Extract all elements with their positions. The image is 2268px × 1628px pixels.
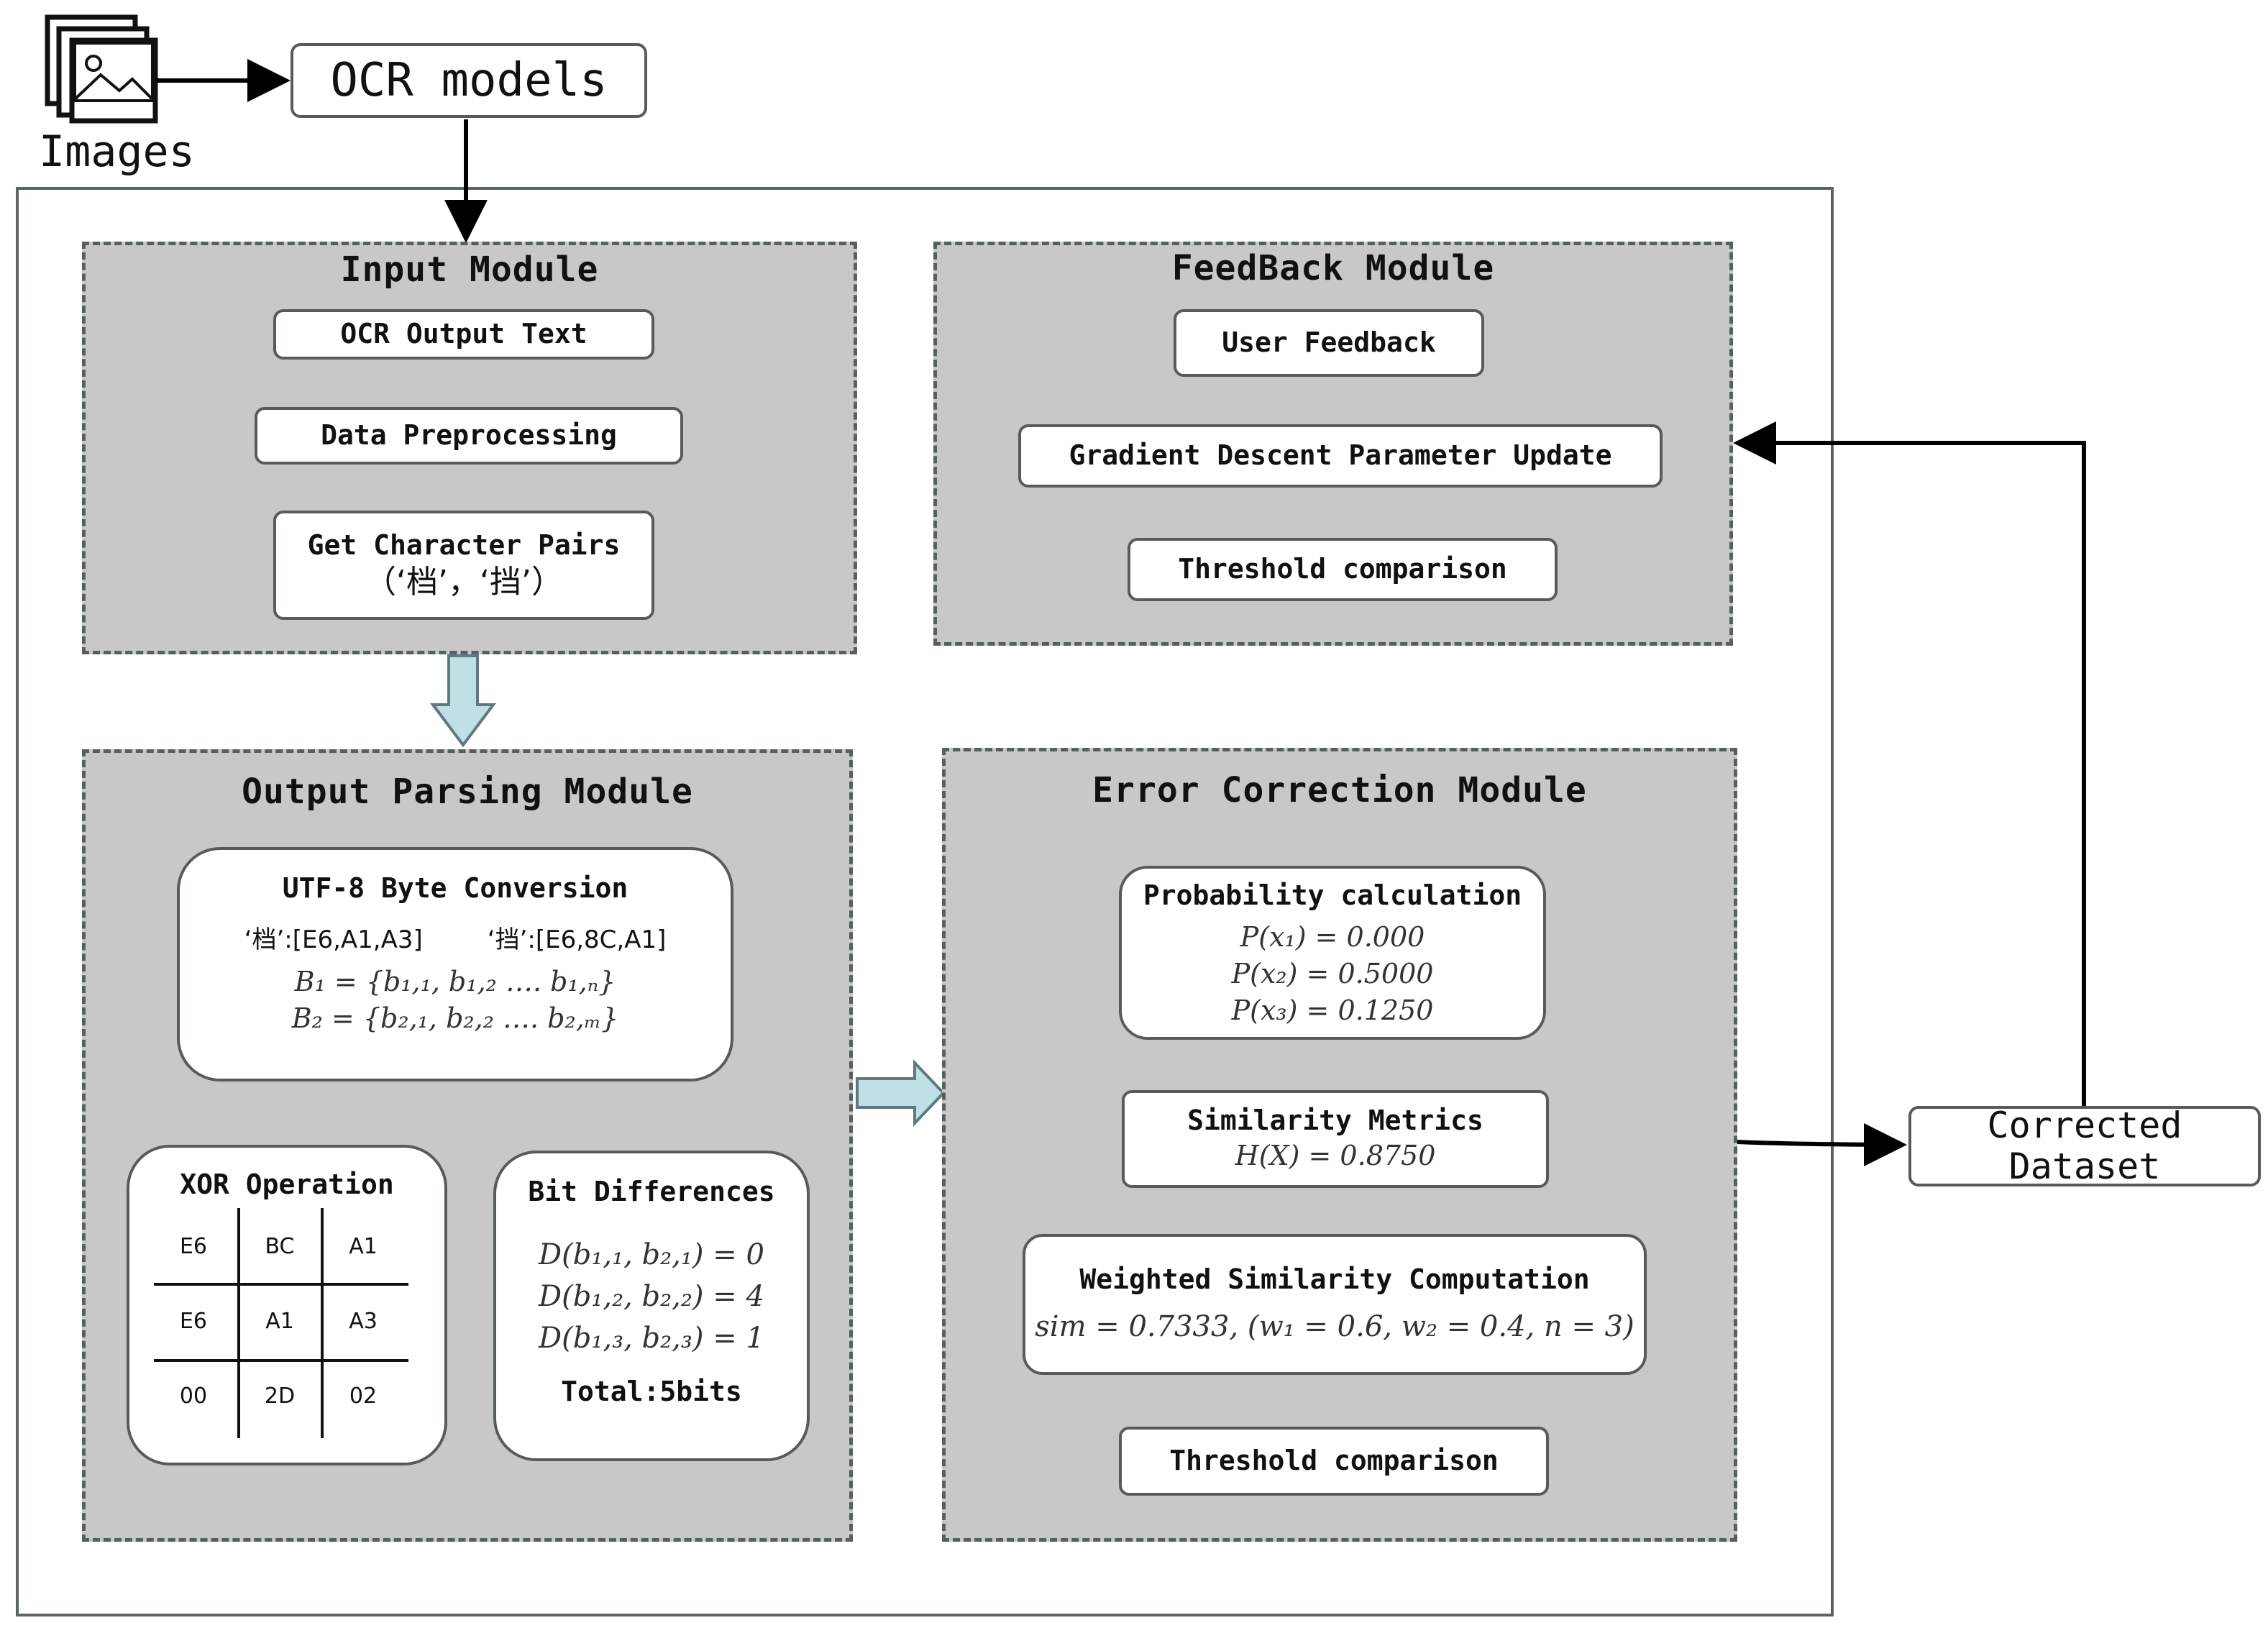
data-preprocessing-label: Data Preprocessing: [321, 419, 617, 452]
images-label: Images: [39, 127, 195, 177]
feedback-module-title: FeedBack Module: [1171, 248, 1495, 288]
xor-operation-box: XOR Operation: [127, 1145, 447, 1465]
probability-line: P(x₁) = 0.000: [1240, 920, 1425, 953]
byte-set-2: B₂ = {b₂,₁, b₂,₂ …. b₂,ₘ}: [291, 1002, 619, 1035]
ocr-models-label: OCR models: [330, 54, 608, 107]
utf8-bytes-1: ‘档’:[E6,A1,A3]: [244, 925, 423, 954]
xor-cell: 2D: [264, 1384, 296, 1409]
xor-operation-title: XOR Operation: [180, 1169, 394, 1200]
bit-differences-title: Bit Differences: [528, 1176, 775, 1207]
xor-table-rule: [321, 1208, 324, 1438]
gradient-descent-label: Gradient Descent Parameter Update: [1069, 439, 1612, 472]
utf8-conversion-title: UTF-8 Byte Conversion: [282, 872, 628, 904]
corrected-dataset-label: Corrected Dataset: [1987, 1104, 2182, 1187]
corrected-dataset-box: Corrected Dataset: [1908, 1104, 2261, 1187]
xor-cell: A3: [349, 1309, 378, 1334]
xor-cell: 00: [179, 1384, 208, 1409]
gradient-descent-box: Gradient Descent Parameter Update: [1018, 424, 1663, 488]
byte-set-1: B₁ = {b₁,₁, b₁,₂ …. b₁,ₙ}: [294, 966, 616, 997]
xor-cell: A1: [349, 1234, 378, 1259]
xor-cell: BC: [265, 1234, 295, 1259]
probability-line: P(x₂) = 0.5000: [1231, 957, 1434, 989]
character-pair-text: （‘档’，‘挡’）: [365, 564, 563, 601]
xor-cell: A1: [265, 1309, 294, 1334]
weighted-similarity-box: Weighted Similarity Computation sim = 0.…: [1023, 1234, 1647, 1375]
ecm-threshold-label: Threshold comparison: [1169, 1445, 1499, 1477]
feedback-threshold-box: Threshold comparison: [1128, 538, 1558, 601]
ocr-output-text-label: OCR Output Text: [340, 318, 587, 350]
probability-line: P(x₃) = 0.1250: [1231, 994, 1434, 1027]
outer-frame: [16, 187, 1834, 1616]
ecm-to-dataset-arrow: [1737, 1122, 1907, 1166]
get-character-pairs-box: Get Character Pairs （‘档’，‘挡’）: [273, 511, 654, 620]
bit-differences-box: Bit Differences D(b₁,₁, b₂,₁) = 0 D(b₁,₂…: [493, 1151, 810, 1461]
utf8-bytes-row: ‘档’:[E6,A1,A3] ‘挡’:[E6,8C,A1]: [244, 925, 667, 956]
get-character-pairs-label: Get Character Pairs: [307, 529, 621, 561]
weighted-similarity-title: Weighted Similarity Computation: [1079, 1263, 1590, 1296]
user-feedback-box: User Feedback: [1174, 309, 1484, 377]
xor-cell: 02: [349, 1384, 378, 1409]
similarity-metrics-box: Similarity Metrics H(X) = 0.8750: [1122, 1090, 1549, 1188]
bit-difference-line: D(b₁,₃, b₂,₃) = 1: [539, 1321, 764, 1355]
xor-table-rule: [154, 1359, 408, 1362]
user-feedback-label: User Feedback: [1222, 326, 1436, 359]
xor-table-rule: [154, 1283, 408, 1286]
xor-table: E6 BC A1 E6 A1 A3 00 2D 02: [154, 1208, 408, 1438]
ecm-threshold-box: Threshold comparison: [1119, 1427, 1549, 1496]
ocr-models-box: OCR models: [291, 43, 647, 118]
images-icon: [45, 14, 158, 124]
input-module-title: Input Module: [340, 250, 599, 290]
xor-table-rule: [237, 1208, 240, 1438]
parsing-to-ecm-block-arrow: [856, 1059, 946, 1127]
dataset-to-feedback-arrow: [1733, 421, 2086, 1106]
bit-difference-line: D(b₁,₂, b₂,₂) = 4: [539, 1279, 764, 1313]
similarity-metrics-title: Similarity Metrics: [1187, 1104, 1483, 1136]
xor-cell: E6: [179, 1234, 208, 1259]
similarity-formula: H(X) = 0.8750: [1235, 1140, 1436, 1172]
weighted-similarity-formula: sim = 0.7333, (w₁ = 0.6, w₂ = 0.4, n = 3…: [1035, 1309, 1634, 1343]
input-to-parsing-block-arrow: [430, 654, 496, 748]
output-parsing-module-title: Output Parsing Module: [242, 772, 693, 812]
bit-difference-line: D(b₁,₁, b₂,₁) = 0: [539, 1238, 764, 1271]
probability-calculation-title: Probability calculation: [1143, 879, 1522, 911]
utf8-conversion-box: UTF-8 Byte Conversion ‘档’:[E6,A1,A3] ‘挡’…: [177, 847, 733, 1081]
error-correction-module-title: Error Correction Module: [1092, 770, 1587, 810]
data-preprocessing-box: Data Preprocessing: [255, 407, 683, 465]
bit-differences-total: Total:5bits: [561, 1375, 742, 1407]
ocr-output-text-box: OCR Output Text: [273, 309, 654, 360]
utf8-bytes-2: ‘挡’:[E6,8C,A1]: [487, 925, 667, 954]
xor-cell: E6: [179, 1309, 208, 1334]
probability-calculation-box: Probability calculation P(x₁) = 0.000 P(…: [1119, 866, 1546, 1040]
feedback-threshold-label: Threshold comparison: [1178, 553, 1507, 585]
